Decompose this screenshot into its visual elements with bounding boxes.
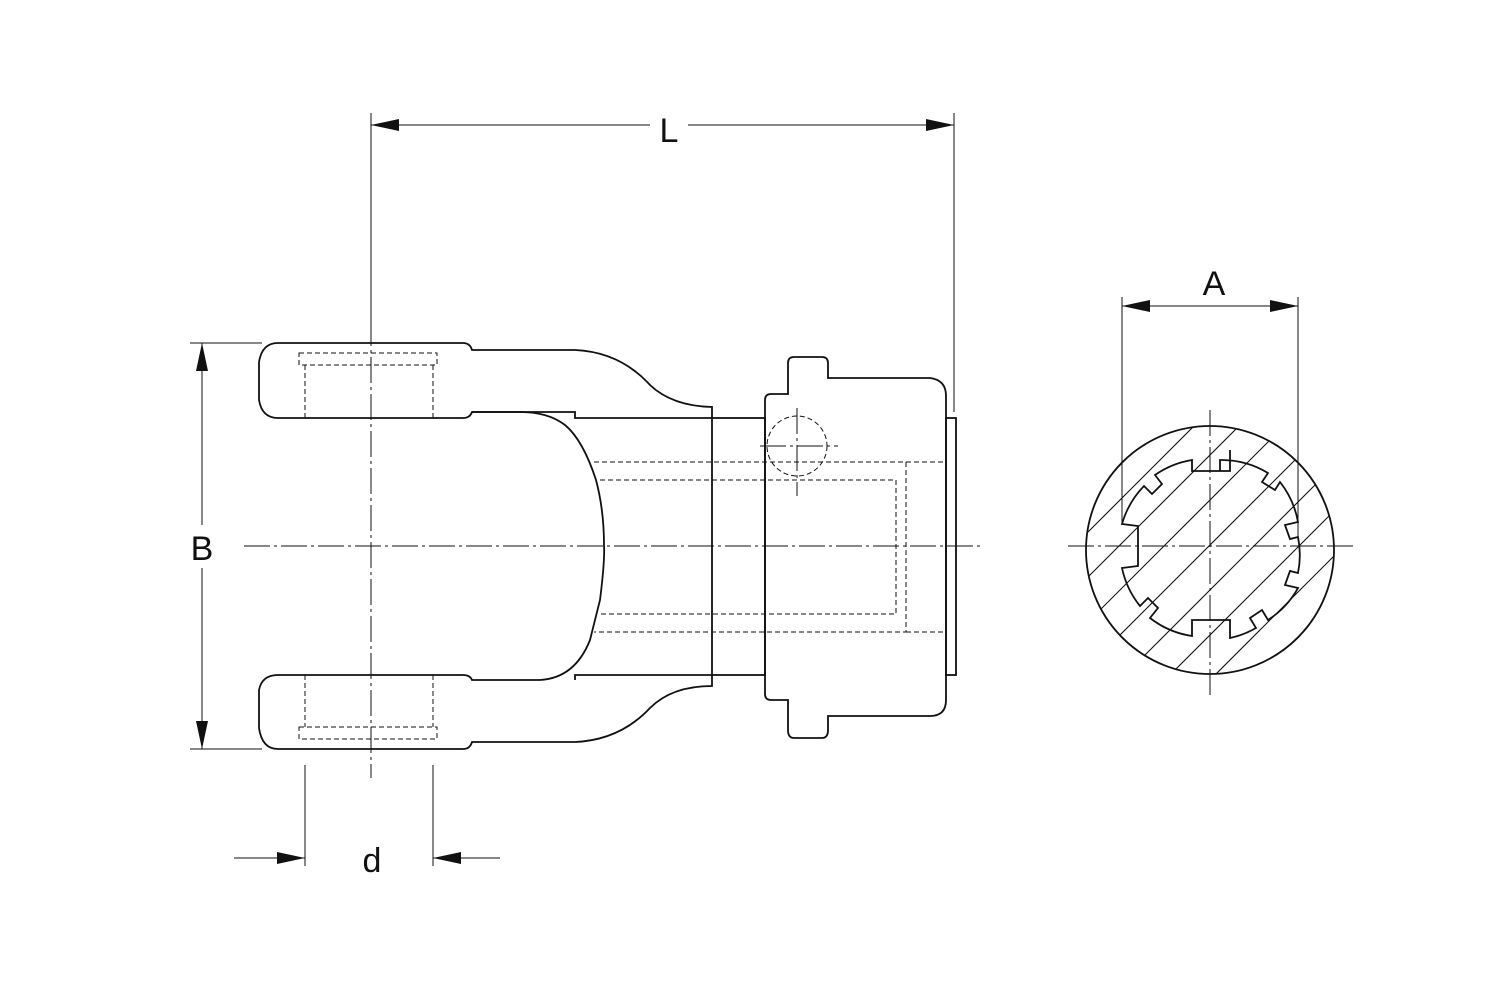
top-cross-hole-hidden [298,352,438,366]
bottom-fork-ear [278,411,606,681]
dimension-width: B [190,342,262,750]
lock-collar [764,356,947,739]
dimension-bore: A [1121,265,1299,537]
section-view [1068,410,1355,698]
dimension-label-length: L [660,112,679,150]
bottom-cross-hole-hidden [298,726,438,740]
dimension-pin: d [234,765,500,880]
dimension-length: L [370,112,955,412]
spline-profile [1120,450,1301,640]
yoke-side-view [244,320,982,778]
bottom-fork-outline [258,674,713,750]
dimension-label-pin: d [363,842,382,880]
dimension-label-width: B [191,530,214,568]
dimension-label-bore: A [1203,265,1226,303]
hidden-bore [594,461,946,633]
top-fork-ear [258,342,713,419]
